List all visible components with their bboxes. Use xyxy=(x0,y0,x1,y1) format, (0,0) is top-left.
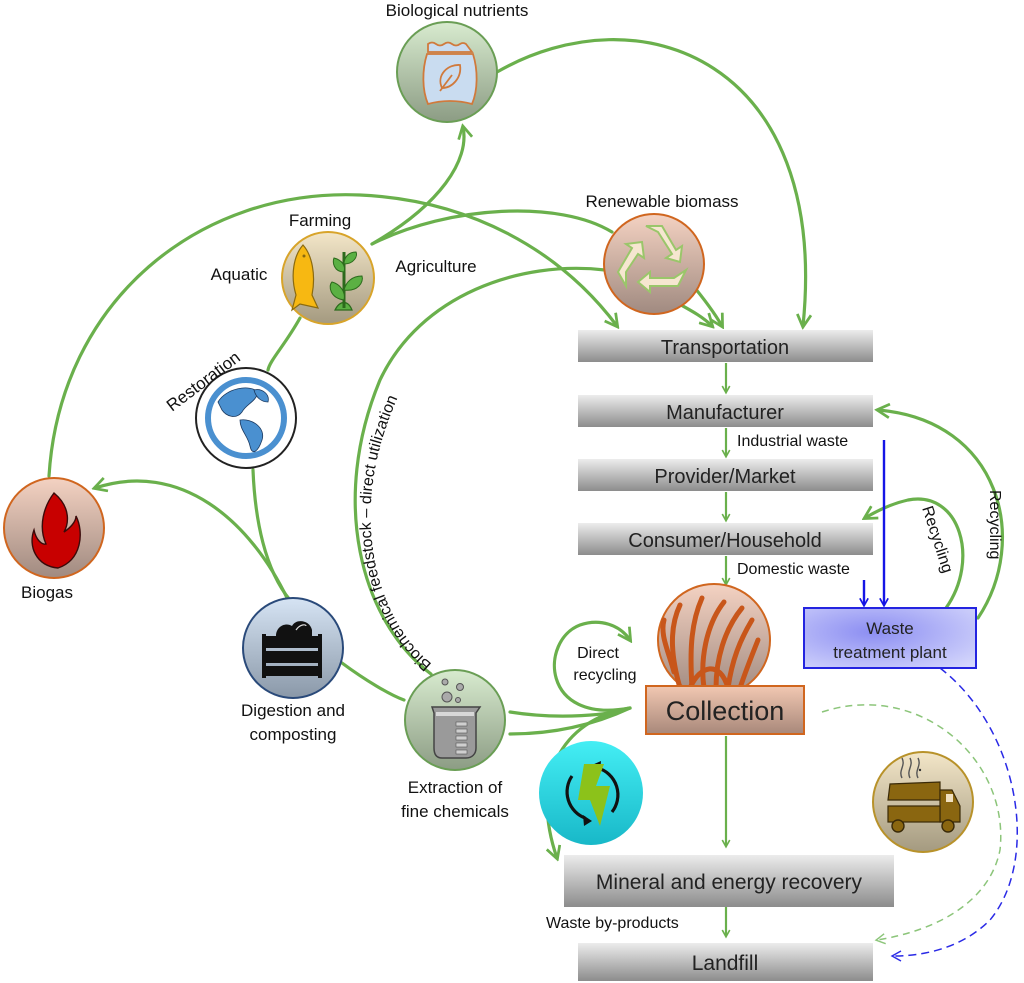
label-aquatic: Aquatic xyxy=(211,265,268,284)
node-biogas[interactable] xyxy=(3,477,105,579)
globe-icon xyxy=(217,387,269,453)
box-consumer[interactable]: Consumer/Household xyxy=(578,523,873,555)
label-waste-byproducts: Waste by-products xyxy=(546,915,679,932)
flow-direct-recycling xyxy=(552,620,630,712)
flow-collection-to-landfill-dashed xyxy=(821,704,1002,945)
node-digestion-composting[interactable] xyxy=(242,597,344,699)
box-provider-label: Provider/Market xyxy=(654,466,796,488)
flow-biogas-to-transportation xyxy=(47,193,617,478)
box-consumer-label: Consumer/Household xyxy=(628,530,821,552)
box-transportation[interactable]: Transportation xyxy=(578,330,873,362)
fertilizer-bag-icon xyxy=(422,41,478,106)
flow-restoration-to-digestion xyxy=(251,468,292,602)
node-extraction-fine-chemicals[interactable] xyxy=(404,669,506,771)
box-mineral-label: Mineral and energy recovery xyxy=(596,871,863,894)
node-dump-truck[interactable] xyxy=(872,751,974,853)
flow-farming-to-biomass xyxy=(370,209,614,246)
flow-farming-to-restoration xyxy=(266,316,302,372)
flame-icon xyxy=(31,491,81,569)
box-manufacturer-label: Manufacturer xyxy=(666,402,784,424)
treatment-label-line1: Waste xyxy=(866,619,914,638)
flow-nutrients-to-transportation xyxy=(495,38,806,326)
treatment-label-line2: treatment plant xyxy=(833,643,947,662)
flow-extraction-to-collection-b xyxy=(508,706,632,736)
flow-digestion-to-biogas xyxy=(95,481,290,602)
label-renewable-biomass: Renewable biomass xyxy=(585,192,738,211)
collection-node[interactable]: Collection xyxy=(645,583,805,735)
compost-bin-icon xyxy=(262,621,322,678)
label-farming: Farming xyxy=(289,211,351,230)
chain-boxes: Transportation Manufacturer Provider/Mar… xyxy=(564,330,977,981)
label-digestion-line1: Digestion and xyxy=(241,701,345,720)
flow-biochemical-feedstock xyxy=(353,266,607,676)
box-transportation-label: Transportation xyxy=(661,337,789,359)
flow-treatment-to-landfill-dashed xyxy=(890,667,1018,962)
recycle-icon xyxy=(616,225,689,295)
label-extraction-line1: Extraction of xyxy=(408,778,503,797)
label-agriculture: Agriculture xyxy=(395,257,476,276)
node-energy-recovery[interactable] xyxy=(539,741,643,845)
label-direct-recycling-line1: Direct xyxy=(577,645,619,662)
beaker-icon xyxy=(430,678,482,759)
node-biological-nutrients[interactable] xyxy=(396,21,498,123)
grass-icon xyxy=(660,595,761,691)
label-domestic-waste: Domestic waste xyxy=(737,561,850,578)
dump-truck-icon xyxy=(887,757,961,833)
node-restoration[interactable] xyxy=(195,367,297,469)
label-digestion-line2: composting xyxy=(250,725,337,744)
label-biogas: Biogas xyxy=(21,583,73,602)
label-direct-recycling-line2: recycling xyxy=(573,667,636,684)
node-farming[interactable] xyxy=(281,231,375,325)
collection-label: Collection xyxy=(666,696,785,726)
waste-flows xyxy=(864,440,884,605)
box-landfill[interactable]: Landfill xyxy=(578,943,873,981)
flow-curves xyxy=(47,38,1005,858)
flow-recycling-to-manufacturer xyxy=(878,410,1005,620)
label-industrial-waste: Industrial waste xyxy=(737,433,848,450)
fish-and-plant-icon xyxy=(290,244,363,312)
label-biological-nutrients: Biological nutrients xyxy=(386,1,529,20)
energy-cycle-icon xyxy=(565,761,620,826)
flow-recycling-to-consumer xyxy=(865,497,965,610)
box-manufacturer[interactable]: Manufacturer xyxy=(578,395,873,427)
flow-digestion-to-extraction xyxy=(340,661,406,702)
box-mineral-energy-recovery[interactable]: Mineral and energy recovery xyxy=(564,855,894,907)
label-recycling-outer: Recycling xyxy=(986,490,1003,559)
box-landfill-label: Landfill xyxy=(692,952,759,975)
box-provider[interactable]: Provider/Market xyxy=(578,459,873,491)
box-waste-treatment-plant[interactable]: Waste treatment plant xyxy=(803,607,977,669)
label-biochemical-feedstock-path: Biochemical feedstock – direct utilizati… xyxy=(358,393,435,674)
label-biochemical-feedstock: Biochemical feedstock – direct utilizati… xyxy=(358,393,435,674)
label-extraction-line2: fine chemicals xyxy=(401,802,509,821)
flow-farming-to-nutrients xyxy=(370,127,464,246)
collection-box xyxy=(645,685,805,735)
node-renewable-biomass[interactable] xyxy=(603,213,705,315)
